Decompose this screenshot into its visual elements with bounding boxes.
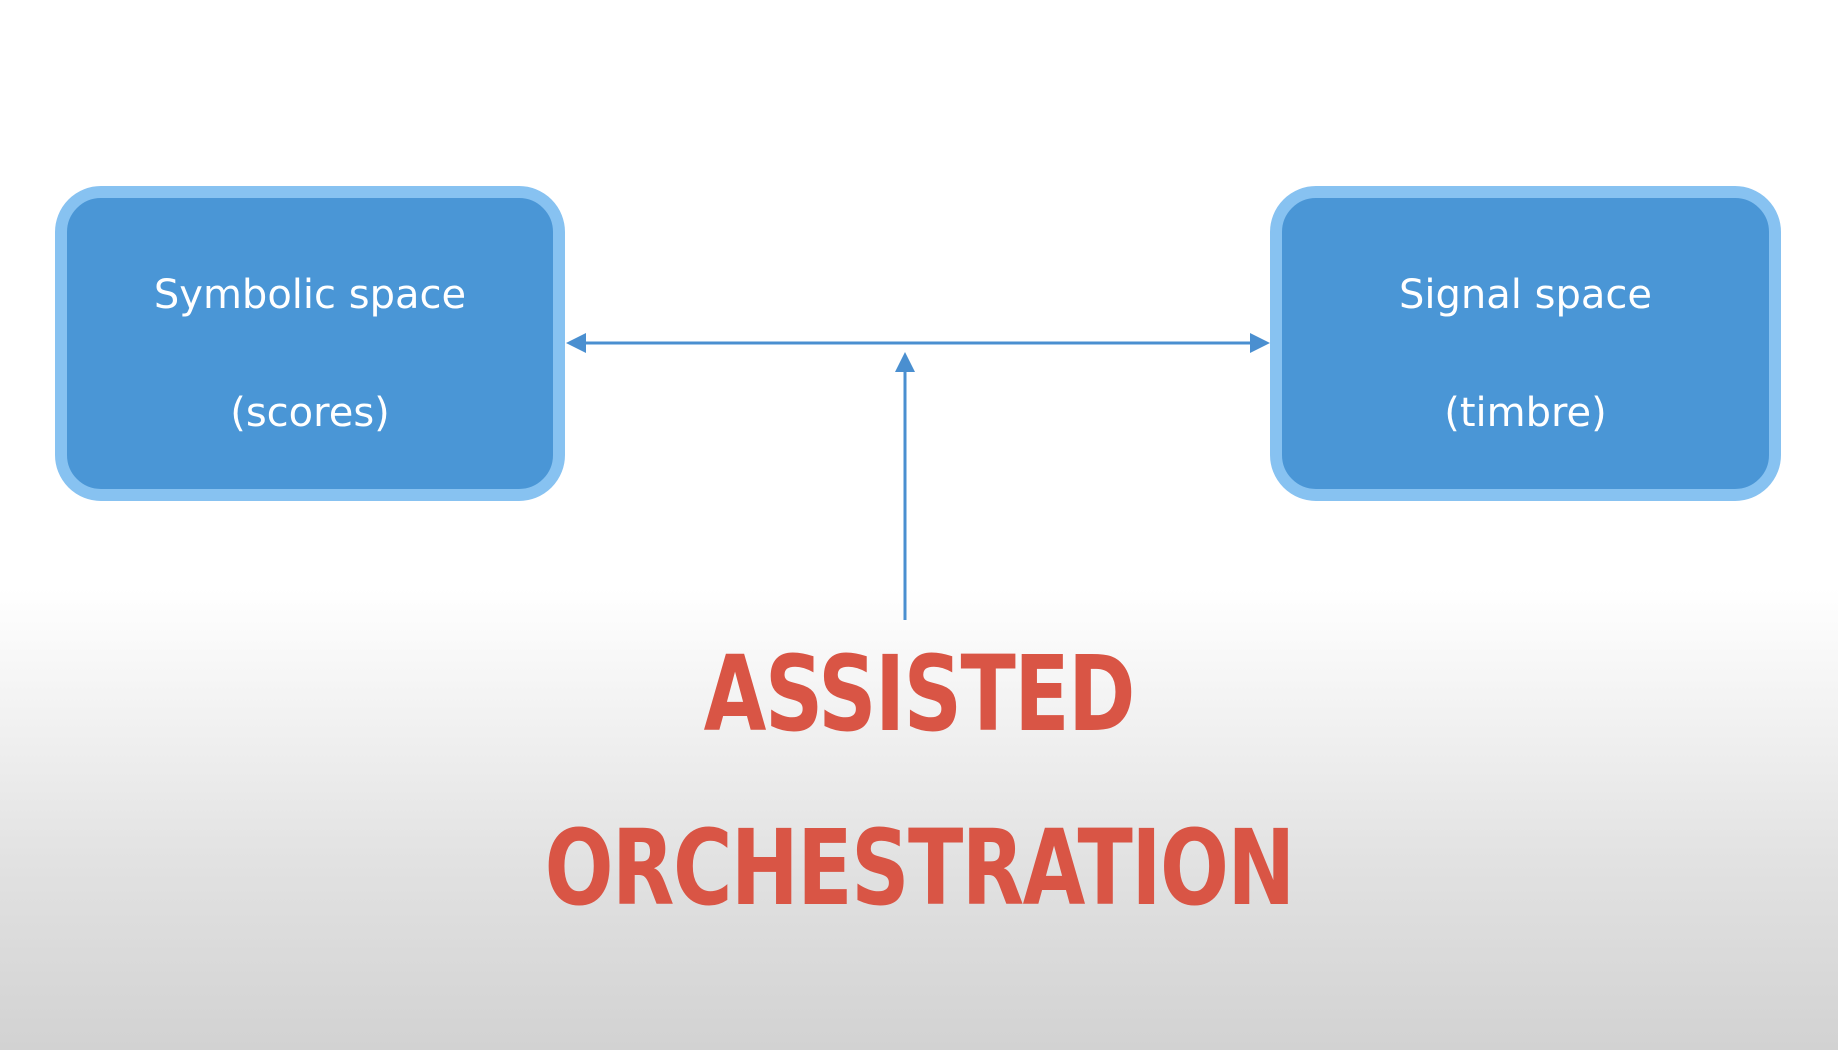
caption-text-1: ASSISTED	[703, 633, 1136, 755]
signal-space-title: Signal space	[1399, 272, 1652, 318]
vertical-arrow	[895, 352, 915, 620]
signal-space-node: Signal space (timbre)	[1270, 186, 1781, 501]
bidirectional-arrow	[566, 333, 1270, 353]
symbolic-space-subtitle: (scores)	[230, 390, 390, 436]
arrowhead-left-icon	[566, 333, 586, 353]
signal-space-subtitle: (timbre)	[1444, 390, 1607, 436]
caption-line-orchestration: ORCHESTRATION	[0, 816, 1838, 920]
arrowhead-right-icon	[1250, 333, 1270, 353]
caption-line-assisted: ASSISTED	[0, 642, 1838, 746]
arrowhead-up-icon	[895, 352, 915, 372]
caption-text-2: ORCHESTRATION	[544, 807, 1295, 929]
symbolic-space-node: Symbolic space (scores)	[55, 186, 565, 501]
symbolic-space-title: Symbolic space	[153, 272, 467, 318]
